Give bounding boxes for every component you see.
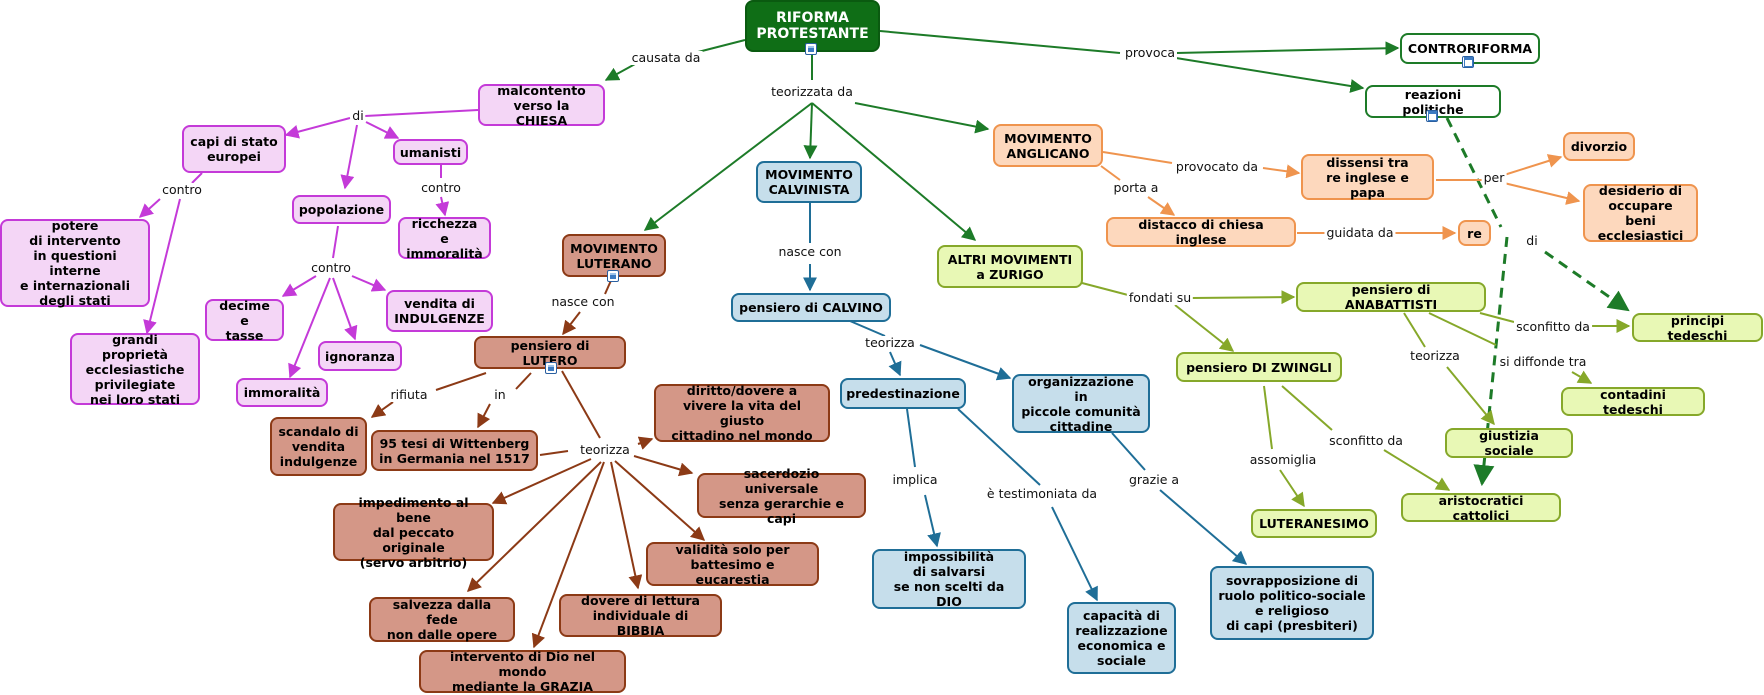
link-label: implica	[890, 472, 940, 487]
link-label: nasce con	[776, 244, 844, 259]
node-capacita[interactable]: capacità di realizzazione economica e so…	[1067, 602, 1176, 674]
node-validita[interactable]: validità solo per battesimo e eucarestia	[646, 542, 819, 587]
link-label: contro	[309, 260, 353, 275]
link-label: fondati su	[1126, 290, 1194, 305]
node-salvezza[interactable]: salvezza dalla fede non dalle opere	[369, 597, 515, 642]
concept-map-icon[interactable]	[1462, 56, 1474, 68]
node-movimento-luterano[interactable]: MOVIMENTO LUTERANO	[562, 234, 666, 277]
node-principi-tedeschi[interactable]: principi tedeschi	[1632, 313, 1763, 343]
node-contadini-tedeschi[interactable]: contadini tedeschi	[1561, 387, 1705, 417]
node-ignoranza[interactable]: ignoranza	[318, 341, 402, 371]
node-aristocratici-cattolici[interactable]: aristocratici cattolici	[1401, 493, 1561, 523]
node-altri-movimenti[interactable]: ALTRI MOVIMENTI a ZURIGO	[937, 245, 1083, 288]
image-icon[interactable]	[545, 362, 557, 374]
link-label: provoca	[1122, 45, 1178, 60]
node-popolazione[interactable]: popolazione	[292, 195, 391, 224]
node-divorzio[interactable]: divorzio	[1563, 132, 1635, 161]
node-scandalo[interactable]: scandalo di vendita indulgenze	[270, 417, 367, 476]
image-icon[interactable]	[805, 43, 817, 55]
node-decime[interactable]: decime e tasse	[205, 298, 284, 343]
link-label: sconfitto da	[1327, 433, 1405, 448]
link-label: provocato da	[1173, 159, 1261, 174]
node-impossibilita[interactable]: impossibilità di salvarsi se non scelti …	[872, 549, 1026, 609]
node-potere[interactable]: potere di intervento in questioni intern…	[0, 218, 150, 308]
node-dovere-lettura[interactable]: dovere di lettura individuale di BIBBIA	[559, 593, 722, 638]
link-label: teorizzata da	[769, 84, 855, 99]
image-icon[interactable]	[607, 270, 619, 282]
node-sovrapposizione[interactable]: sovrapposizione di ruolo politico-social…	[1210, 566, 1374, 640]
node-movimento-calvinista[interactable]: MOVIMENTO CALVINISTA	[756, 161, 862, 203]
node-giustizia-sociale[interactable]: giustizia sociale	[1445, 428, 1573, 458]
link-label: per	[1481, 170, 1507, 185]
link-label: teorizza	[578, 442, 632, 457]
node-reazioni-politiche[interactable]: reazioni politiche	[1365, 85, 1501, 118]
node-immoralita[interactable]: immoralità	[236, 378, 328, 407]
node-distacco[interactable]: distacco di chiesa inglese	[1106, 217, 1296, 247]
link-label: di	[1524, 233, 1540, 248]
node-luteranesimo[interactable]: LUTERANESIMO	[1251, 509, 1377, 538]
node-malcontento[interactable]: malcontento verso la CHIESA	[478, 83, 605, 128]
node-impedimento[interactable]: impedimento al bene dal peccato original…	[333, 495, 494, 570]
node-capi-stato[interactable]: capi di stato europei	[182, 125, 286, 173]
link-label: è testimoniata da	[984, 486, 1100, 501]
node-grandi-proprieta[interactable]: grandi proprietà ecclesiastiche privileg…	[70, 332, 200, 407]
link-label: di	[350, 108, 366, 123]
link-label: teorizza	[1408, 348, 1462, 363]
node-organizzazione[interactable]: organizzazione in piccole comunità citta…	[1012, 374, 1150, 434]
link-label: assomiglia	[1247, 452, 1319, 467]
node-umanisti[interactable]: umanisti	[393, 139, 468, 165]
node-desiderio[interactable]: desiderio di occupare beni ecclesiastici	[1583, 183, 1698, 243]
link-label: rifiuta	[388, 387, 430, 402]
node-sacerdozio[interactable]: sacerdozio universale senza gerarchie e …	[697, 466, 866, 526]
node-dissensi[interactable]: dissensi tra re inglese e papa	[1301, 154, 1434, 200]
node-riforma-protestante[interactable]: RIFORMA PROTESTANTE	[745, 0, 880, 52]
node-pensiero-calvino[interactable]: pensiero di CALVINO	[731, 293, 891, 322]
link-label: grazie a	[1126, 472, 1182, 487]
node-re[interactable]: re	[1458, 220, 1491, 246]
node-intervento-dio[interactable]: intervento di Dio nel mondo mediante la …	[419, 649, 626, 694]
node-anabattisti[interactable]: pensiero di ANABATTISTI	[1296, 282, 1486, 312]
link-label: in	[492, 387, 508, 402]
link-label: nasce con	[549, 294, 617, 309]
concept-map-icon[interactable]	[1426, 110, 1438, 122]
link-label: causata da	[629, 50, 703, 65]
node-vendita[interactable]: vendita di INDULGENZE	[386, 290, 493, 332]
node-95-tesi[interactable]: 95 tesi di Wittenberg in Germania nel 15…	[371, 430, 538, 471]
node-zwingli[interactable]: pensiero DI ZWINGLI	[1176, 352, 1342, 382]
link-label: guidata da	[1324, 225, 1396, 240]
node-diritto-dovere[interactable]: diritto/dovere a vivere la vita del gius…	[654, 383, 830, 443]
node-predestinazione[interactable]: predestinazione	[840, 378, 966, 409]
link-label: teorizza	[863, 335, 917, 350]
node-movimento-anglicano[interactable]: MOVIMENTO ANGLICANO	[993, 124, 1103, 167]
link-label: sconfitto da	[1514, 319, 1592, 334]
link-label: contro	[419, 180, 463, 195]
link-label: porta a	[1111, 180, 1161, 195]
link-label: contro	[160, 182, 204, 197]
node-ricchezza[interactable]: ricchezza e immoralità	[398, 216, 491, 261]
link-label: si diffonde tra	[1497, 354, 1589, 369]
